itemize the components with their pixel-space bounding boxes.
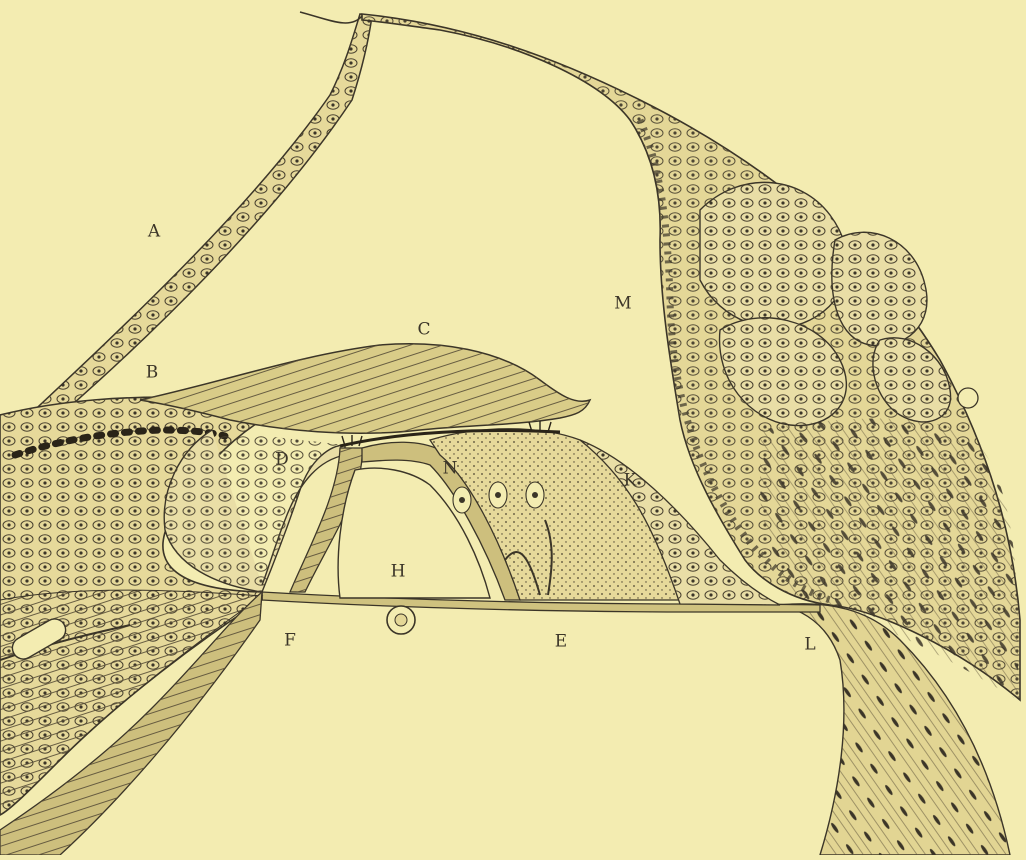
- label-m: M: [614, 296, 631, 313]
- label-d: D: [275, 452, 289, 469]
- label-k: K: [624, 473, 637, 490]
- label-a: A: [148, 224, 160, 241]
- label-l: L: [804, 637, 815, 654]
- label-e: E: [555, 634, 567, 651]
- label-h: H: [391, 564, 406, 581]
- label-b: B: [146, 365, 159, 382]
- label-c: C: [417, 322, 430, 339]
- label-n: N: [443, 461, 458, 478]
- label-f: F: [284, 633, 296, 650]
